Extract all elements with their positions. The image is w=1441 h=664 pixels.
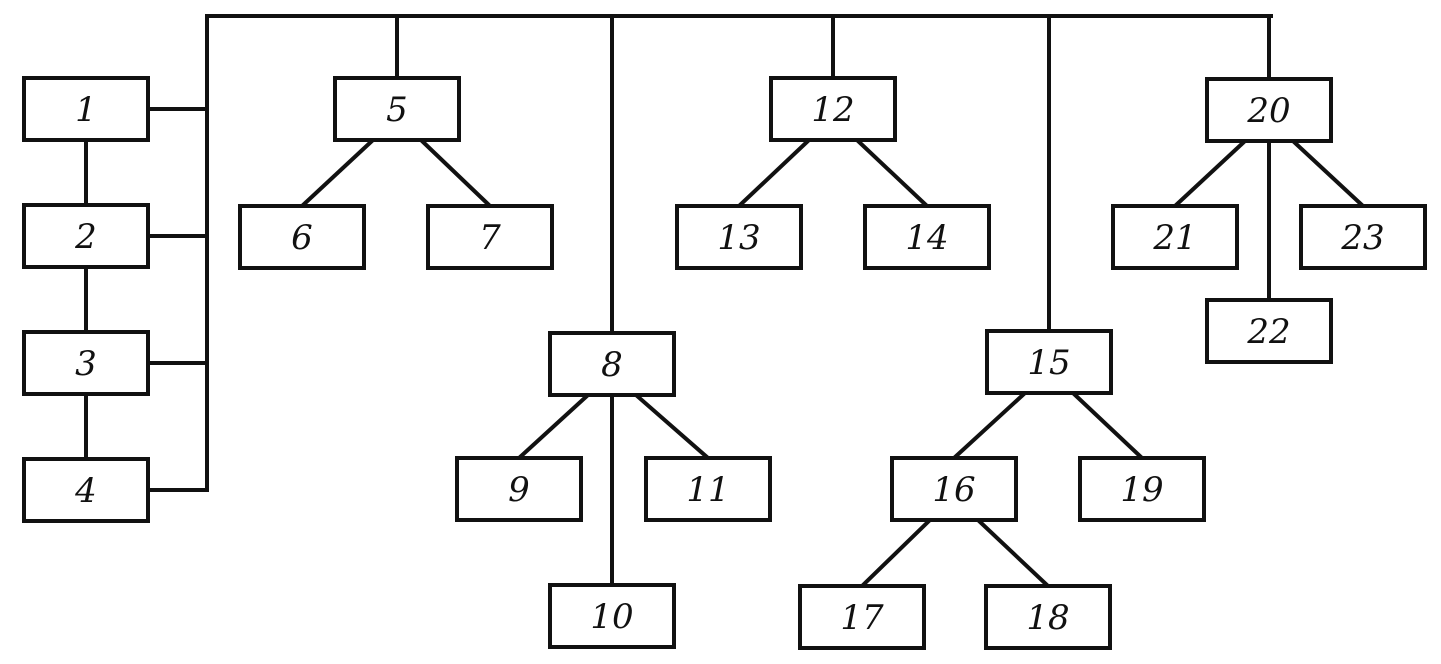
connector-lines <box>84 14 1366 589</box>
connector-8-11 <box>633 392 711 461</box>
box-frame <box>22 330 150 396</box>
box-label: 20 <box>1246 91 1290 131</box>
box-5: 5 <box>333 76 461 142</box>
box-frame <box>548 331 676 397</box>
box-18: 18 <box>984 584 1112 650</box>
box-16: 16 <box>890 456 1018 522</box>
box-frame <box>984 584 1112 650</box>
box-23: 23 <box>1299 204 1427 270</box>
box-label: 3 <box>75 344 97 384</box>
connector-16-18 <box>975 517 1051 589</box>
box-label: 6 <box>291 218 313 258</box>
box-frame <box>985 329 1113 395</box>
box-label: 2 <box>74 217 97 257</box>
box-10: 10 <box>548 583 676 649</box>
box-label: 18 <box>1026 598 1069 638</box>
box-frame <box>863 204 991 270</box>
box-label: 23 <box>1340 218 1384 258</box>
box-label: 5 <box>386 90 408 130</box>
box-label: 14 <box>905 218 948 258</box>
box-frame <box>1205 77 1333 143</box>
connector-20-21 <box>1172 138 1248 209</box>
box-frame <box>426 204 554 270</box>
box-6: 6 <box>238 204 366 270</box>
box-8: 8 <box>548 331 676 397</box>
connector-12-13 <box>736 137 812 209</box>
box-12: 12 <box>769 76 897 142</box>
box-frame <box>798 584 926 650</box>
box-label: 21 <box>1152 218 1196 258</box>
box-label: 17 <box>840 598 884 638</box>
box-label: 11 <box>686 470 729 510</box>
box-label: 1 <box>75 90 97 130</box>
box-label: 13 <box>717 218 760 258</box>
box-frame <box>644 456 772 522</box>
box-frame <box>1205 298 1333 364</box>
box-19: 19 <box>1078 456 1206 522</box>
box-11: 11 <box>644 456 772 522</box>
box-label: 10 <box>590 597 633 637</box>
box-label: 7 <box>479 218 501 258</box>
box-15: 15 <box>985 329 1113 395</box>
box-frame <box>22 203 150 269</box>
box-label: 12 <box>811 90 854 130</box>
box-17: 17 <box>798 584 926 650</box>
box-21: 21 <box>1111 204 1239 270</box>
box-label: 16 <box>932 470 975 510</box>
box-14: 14 <box>863 204 991 270</box>
box-frame <box>333 76 461 142</box>
connector-5-6 <box>299 137 376 209</box>
box-frame <box>769 76 897 142</box>
connector-20-23 <box>1290 138 1366 209</box>
connector-8-9 <box>516 392 591 461</box>
box-frame <box>675 204 803 270</box>
connector-15-19 <box>1070 390 1145 461</box>
box-frame <box>1078 456 1206 522</box>
box-3: 3 <box>22 330 150 396</box>
box-label: 22 <box>1246 312 1290 352</box>
box-frame <box>238 204 366 270</box>
box-20: 20 <box>1205 77 1333 143</box>
box-frame <box>548 583 676 649</box>
connector-12-14 <box>854 137 930 209</box>
connector-16-17 <box>859 517 933 589</box>
connector-15-16 <box>951 390 1028 461</box>
box-13: 13 <box>675 204 803 270</box>
box-label: 15 <box>1027 343 1070 383</box>
box-22: 22 <box>1205 298 1333 364</box>
box-frame <box>22 76 150 142</box>
connector-5-7 <box>418 137 493 209</box>
box-label: 19 <box>1120 470 1163 510</box>
box-2: 2 <box>22 203 150 269</box>
box-frame <box>1111 204 1239 270</box>
box-1: 1 <box>22 76 150 142</box>
box-label: 4 <box>74 471 97 511</box>
box-label: 9 <box>508 470 530 510</box>
box-frame <box>455 456 583 522</box>
box-frame <box>22 457 150 523</box>
box-9: 9 <box>455 456 583 522</box>
box-label: 8 <box>601 345 623 385</box>
box-frame <box>890 456 1018 522</box>
box-frame <box>1299 204 1427 270</box>
box-4: 4 <box>22 457 150 523</box>
box-7: 7 <box>426 204 554 270</box>
